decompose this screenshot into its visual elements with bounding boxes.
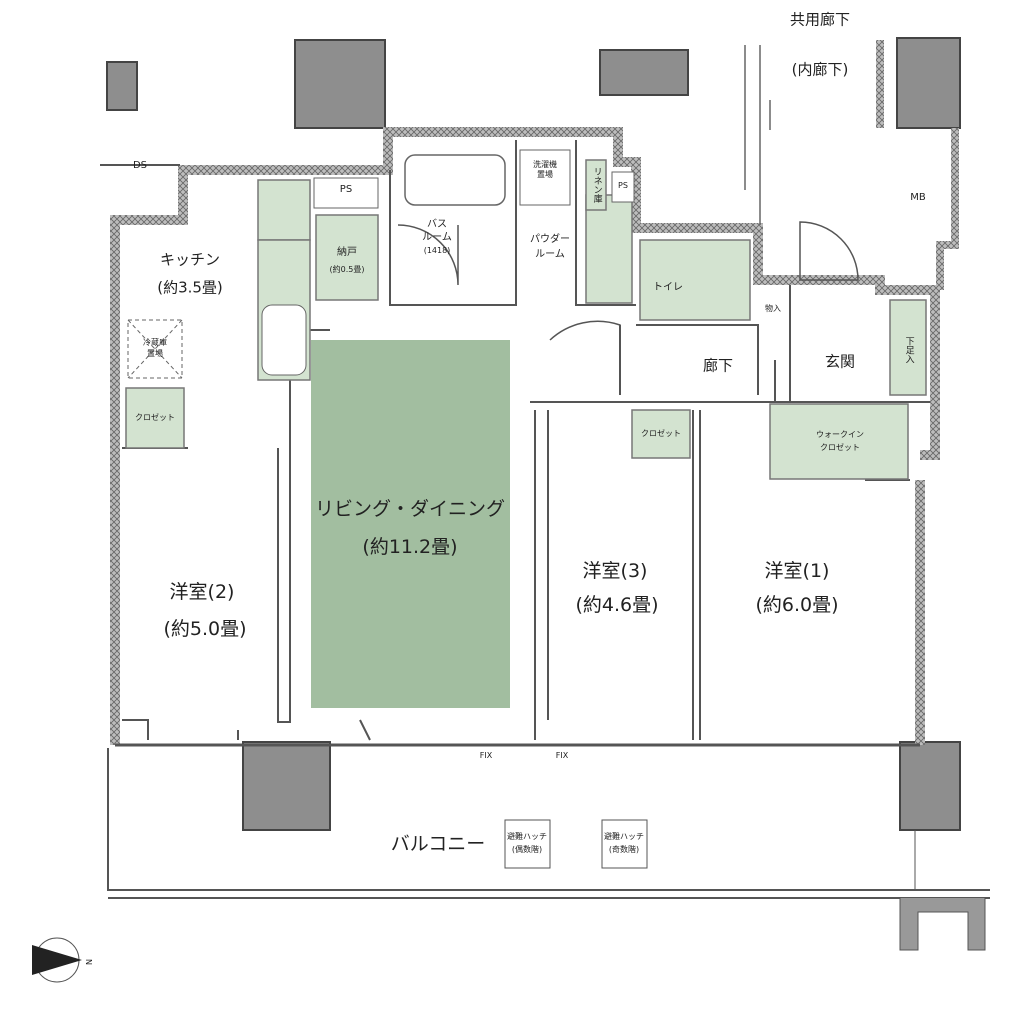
exterior-wall [110, 127, 940, 745]
corridor-walls [744, 45, 771, 225]
label-fridge: 冷蔵庫 [143, 338, 167, 347]
label-fix: FIX [555, 751, 569, 760]
column [106, 61, 138, 111]
label-closet-small: 物入 [765, 304, 781, 313]
label-ps: PS [618, 181, 628, 190]
label-bath: バス [427, 218, 447, 230]
sink [261, 304, 307, 376]
label-bath2: ルーム [422, 231, 452, 243]
stove [257, 179, 311, 241]
column [599, 49, 689, 96]
label-fridge2: 置場 [147, 349, 163, 358]
bathtub [404, 154, 506, 206]
label-room2-size: (約5.0畳) [163, 618, 247, 641]
label-storage: 納戸 [337, 246, 357, 258]
walk-in-closet [769, 403, 909, 480]
label-living-size: (約11.2畳) [362, 536, 458, 559]
label-room3: 洋室(3) [582, 560, 648, 583]
label-hatch-even: 避難ハッチ [507, 832, 547, 841]
label-hatch-odd: 避難ハッチ [604, 832, 644, 841]
label-closet-room2: クロゼット [135, 413, 175, 422]
label-hallway: 廊下 [702, 356, 734, 375]
label-ds: DS [132, 159, 148, 171]
washer-place [519, 149, 571, 206]
label-wic2: クロゼット [820, 443, 860, 452]
label-shoe-closet: 下足入 [903, 336, 914, 364]
label-ps: PS [339, 183, 353, 195]
label-washer2: 置場 [537, 170, 553, 179]
fridge-cross [127, 319, 183, 379]
vanity [585, 194, 633, 304]
fixtures [125, 159, 927, 480]
label-entrance: 玄関 [824, 352, 856, 371]
label-fix: FIX [479, 751, 493, 760]
toilet-area [639, 239, 751, 321]
label-toilet: トイレ [653, 281, 683, 293]
label-common-corridor: 共用廊下 [789, 10, 851, 29]
label-storage-size: (約0.5畳) [329, 265, 365, 274]
label-hatch-odd2: (奇数階) [608, 845, 640, 854]
north-arrow-icon [32, 937, 82, 983]
label-room1: 洋室(1) [764, 560, 830, 583]
label-balcony: バルコニー [390, 833, 486, 856]
label-linen: リネン庫 [591, 167, 602, 203]
label-room1-size: (約6.0畳) [755, 594, 839, 617]
living-dining-floor [311, 340, 510, 708]
columns [106, 37, 961, 831]
label-north: N [84, 959, 93, 965]
label-kitchen-size: (約3.5畳) [157, 278, 223, 297]
door-swings [397, 221, 859, 395]
label-washer: 洗濯機 [533, 160, 557, 169]
shoe-closet [889, 299, 927, 396]
label-wic: ウォークイン [816, 430, 864, 439]
label-hatch-even2: (偶数階) [511, 845, 543, 854]
column [899, 741, 961, 831]
storage-room [315, 214, 379, 301]
label-bath-size: (1418) [423, 246, 451, 255]
label-living: リビング・ダイニング [314, 498, 506, 521]
label-kitchen: キッチン [159, 250, 221, 269]
label-room2: 洋室(2) [169, 581, 235, 604]
column [242, 741, 331, 831]
label-mb: MB [910, 191, 926, 203]
closet-room3 [631, 409, 691, 459]
label-powder: パウダー [530, 233, 570, 245]
balcony [107, 748, 990, 951]
closet-room2 [125, 387, 185, 449]
linen-closet [585, 159, 607, 211]
wall-right-top [876, 40, 959, 290]
label-common-corridor-sub: (内廊下) [791, 60, 849, 79]
label-powder2: ルーム [535, 248, 565, 260]
ps-boxes [313, 171, 635, 209]
label-room3-size: (約4.6畳) [575, 594, 659, 617]
label-closet-room3: クロゼット [641, 429, 681, 438]
column [294, 39, 386, 129]
column [896, 37, 961, 129]
